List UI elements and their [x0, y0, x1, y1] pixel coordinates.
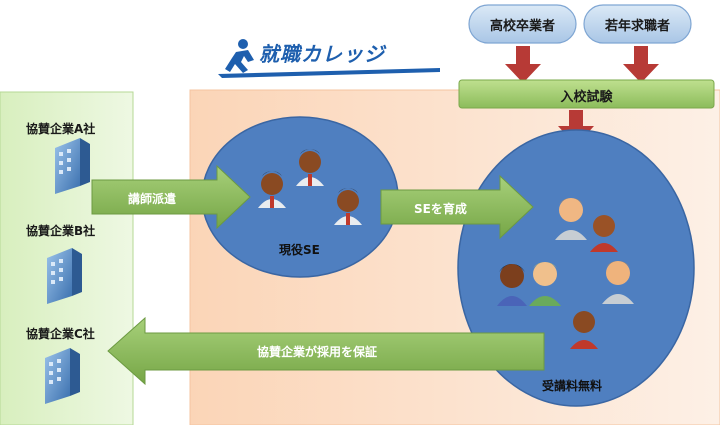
- down-arrow-highschool: [505, 46, 541, 83]
- train-arrow: [380, 174, 534, 240]
- student-person-icon: [602, 261, 634, 304]
- guarantee-label: 協賛企業が採用を保証: [257, 345, 378, 359]
- engineer-person-icon: [334, 188, 362, 225]
- entrance-exam-label: 入校試験: [560, 90, 613, 105]
- current-se-label: 現役SE: [279, 243, 320, 257]
- source-label-highschool: 高校卒業者: [489, 19, 555, 34]
- sponsor-label-b: 協賛企業B社: [26, 224, 96, 238]
- sponsor-label-a: 協賛企業A社: [26, 122, 96, 136]
- student-person-icon: [555, 198, 587, 240]
- source-pill-highschool: [468, 4, 577, 44]
- engineer-person-icon: [258, 171, 286, 208]
- down-arrow-youth: [623, 46, 659, 83]
- logo-text: 就職カレッジ: [259, 42, 385, 66]
- student-person-icon: [570, 310, 598, 349]
- engineer-person-icon: [296, 149, 324, 186]
- student-person-icon: [497, 264, 527, 306]
- running-person-icon: [225, 39, 254, 73]
- building-icon: [45, 348, 80, 404]
- train-label: SEを育成: [414, 202, 467, 216]
- dispatch-label: 講師派遣: [128, 192, 177, 206]
- dispatch-arrow: [91, 164, 251, 230]
- down-arrow-exam: [558, 110, 594, 146]
- guarantee-arrow: [107, 316, 545, 386]
- sponsor-label-c: 協賛企業C社: [26, 327, 95, 341]
- student-person-icon: [590, 214, 618, 252]
- free-tuition-label: 受講料無料: [542, 379, 603, 393]
- building-icon: [55, 138, 90, 194]
- building-icon: [47, 248, 82, 304]
- logo-swoosh: [218, 68, 440, 78]
- source-label-youth: 若年求職者: [604, 19, 670, 34]
- student-person-icon: [529, 262, 561, 306]
- entrance-exam-bar: [458, 79, 715, 109]
- source-pill-youth: [583, 4, 692, 44]
